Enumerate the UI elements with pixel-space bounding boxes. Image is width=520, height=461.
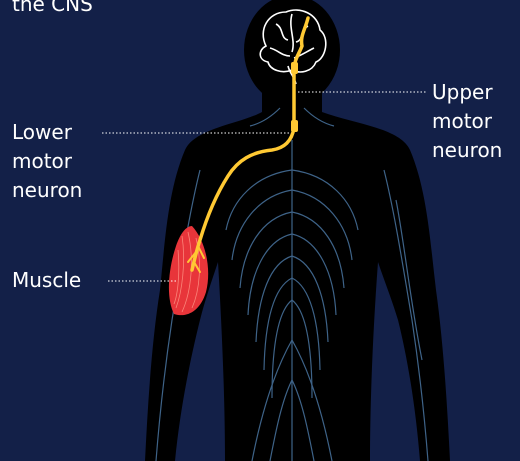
cns-label-fragment: the CNS bbox=[12, 0, 93, 16]
upper-synapse-marker bbox=[291, 120, 298, 132]
upper-neuron-label-line-2: motor bbox=[432, 109, 492, 133]
upper-neuron-label-line-1: Upper bbox=[432, 80, 493, 104]
lower-neuron-label-line-3: neuron bbox=[12, 178, 82, 202]
lower-neuron-label-line-2: motor bbox=[12, 149, 72, 173]
upper-neuron-label-line-3: neuron bbox=[432, 138, 502, 162]
lower-synapse-marker bbox=[291, 62, 298, 74]
muscle-label: Muscle bbox=[12, 268, 81, 292]
lower-neuron-label-line-1: Lower bbox=[12, 120, 72, 144]
